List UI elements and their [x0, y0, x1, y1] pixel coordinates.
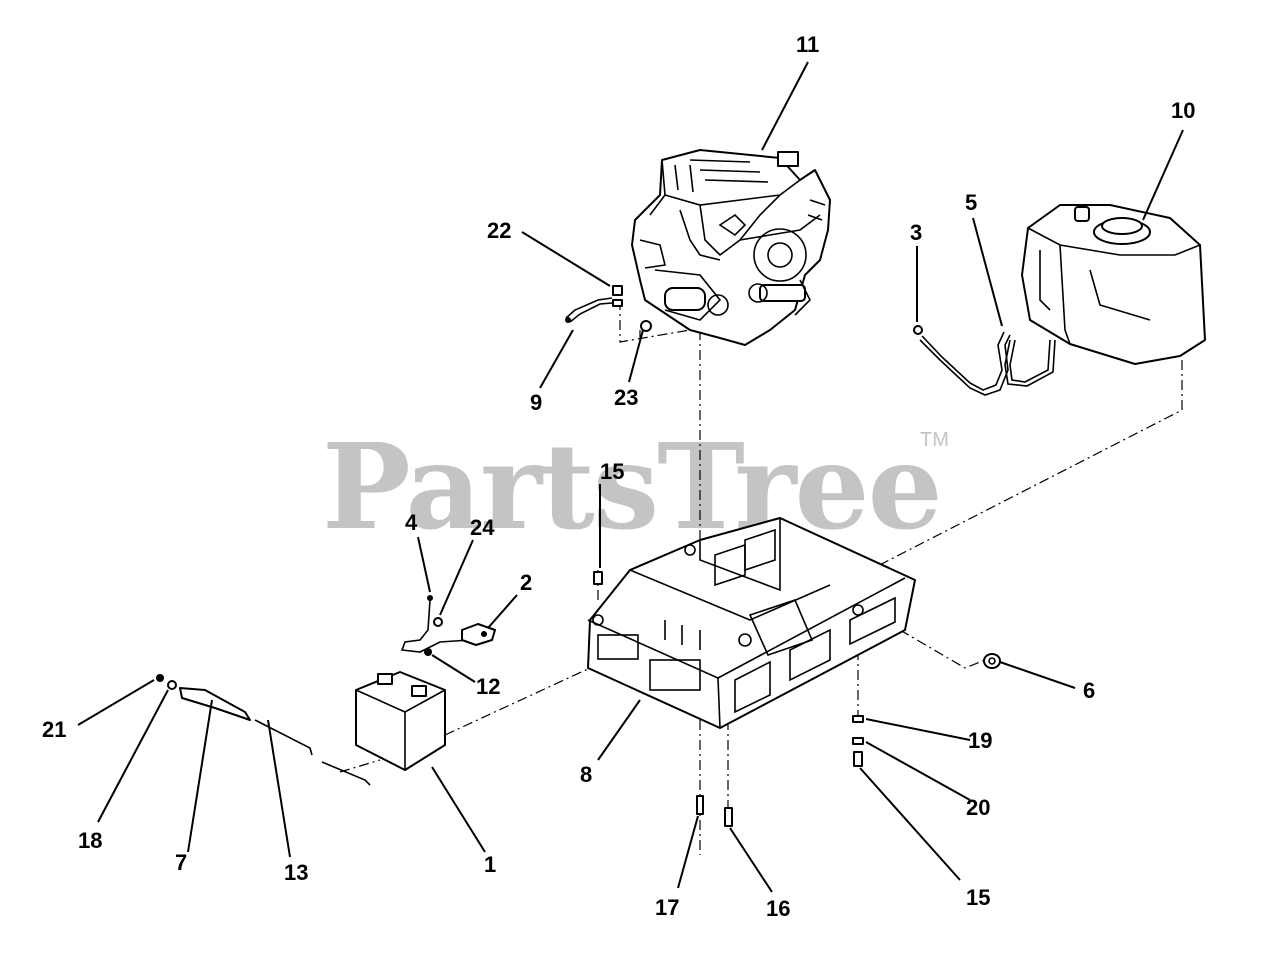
terminal-boot-2[interactable]: [461, 623, 496, 646]
callout-20[interactable]: 20: [966, 795, 990, 820]
engine[interactable]: [631, 149, 831, 346]
callout-12[interactable]: 12: [476, 674, 500, 699]
battery-cable-4[interactable]: [400, 595, 471, 653]
watermark-text: PartsTree: [322, 417, 941, 556]
watermark: PartsTree TM: [322, 417, 949, 556]
callout-15-lower[interactable]: 15: [966, 885, 990, 910]
fuel-tank[interactable]: [1021, 204, 1206, 365]
callout-17[interactable]: 17: [655, 895, 679, 920]
assembly-lines: [339, 300, 1183, 855]
callout-15-upper[interactable]: 15: [600, 459, 624, 484]
leader-lines: [77, 61, 1184, 893]
nut-12[interactable]: [424, 648, 432, 656]
washer-20[interactable]: [852, 737, 864, 745]
callout-8[interactable]: 8: [580, 762, 592, 787]
bolt-15-upper[interactable]: [593, 571, 603, 585]
callout-19[interactable]: 19: [968, 728, 992, 753]
callout-22[interactable]: 22: [487, 218, 511, 243]
nut-21[interactable]: [156, 674, 164, 682]
callouts: 11 10 22 3 5 9 23 15 4 24 2 12 6 21 19 8…: [42, 32, 1195, 921]
fuel-line-5[interactable]: [919, 331, 1056, 396]
fastener-22[interactable]: [612, 285, 623, 307]
frame[interactable]: [587, 517, 916, 729]
callout-1[interactable]: 1: [484, 852, 496, 877]
nut-23[interactable]: [640, 320, 652, 332]
callout-3[interactable]: 3: [910, 220, 922, 245]
terminal-24[interactable]: [433, 617, 443, 627]
callout-9[interactable]: 9: [530, 390, 542, 415]
callout-2[interactable]: 2: [520, 570, 532, 595]
callout-18[interactable]: 18: [78, 828, 102, 853]
bolt-16[interactable]: [724, 807, 733, 827]
callout-6[interactable]: 6: [1083, 678, 1095, 703]
callout-11[interactable]: 11: [796, 32, 819, 57]
bolt-15-lower[interactable]: [853, 751, 863, 767]
bolt-17[interactable]: [696, 795, 704, 815]
callout-23[interactable]: 23: [614, 385, 638, 410]
washer-18[interactable]: [167, 680, 177, 690]
watermark-trademark: TM: [920, 429, 949, 451]
wire-harness-9[interactable]: [565, 297, 613, 323]
battery[interactable]: [355, 671, 446, 771]
callout-16[interactable]: 16: [766, 896, 790, 921]
callout-10[interactable]: 10: [1171, 98, 1195, 123]
callout-7[interactable]: 7: [175, 850, 187, 875]
callout-13[interactable]: 13: [284, 860, 308, 885]
callout-24[interactable]: 24: [470, 515, 495, 540]
callout-4[interactable]: 4: [405, 510, 418, 535]
rod-13[interactable]: [254, 719, 371, 786]
hold-down-7[interactable]: [179, 687, 251, 721]
callout-5[interactable]: 5: [965, 190, 977, 215]
clamp-3[interactable]: [913, 325, 923, 335]
nut-19[interactable]: [852, 715, 864, 723]
callout-21[interactable]: 21: [42, 717, 66, 742]
grommet-6[interactable]: [983, 653, 1001, 669]
